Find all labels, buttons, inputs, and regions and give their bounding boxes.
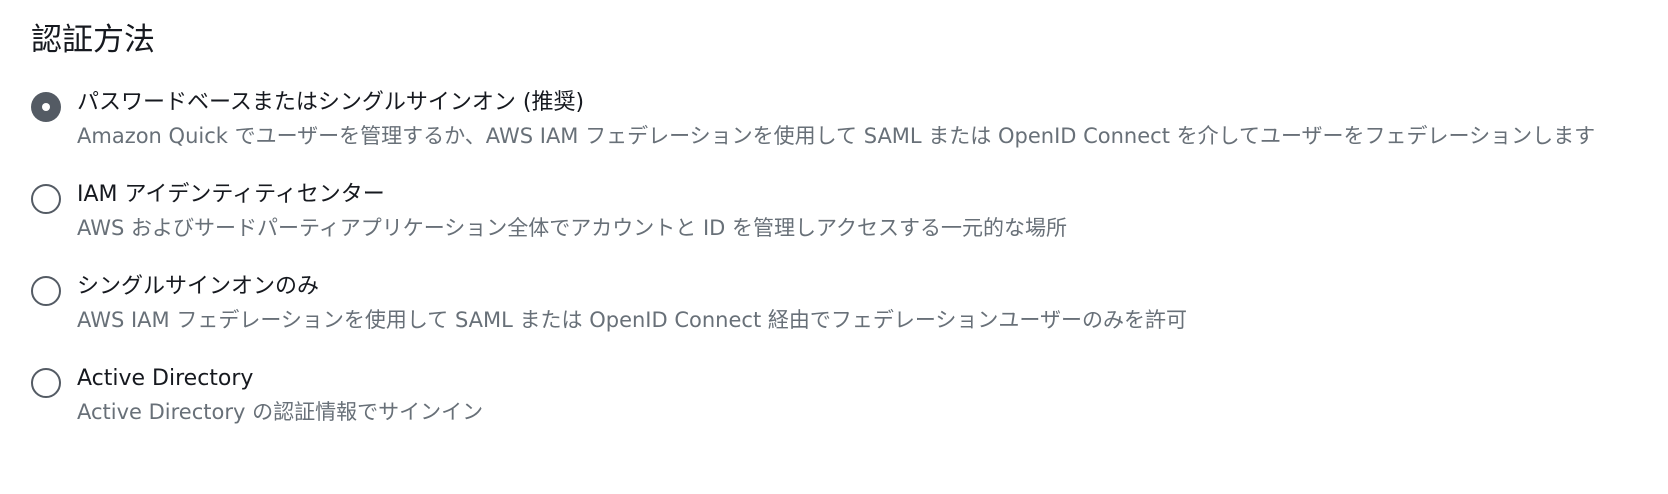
radio-button[interactable] — [31, 368, 61, 398]
radio-button[interactable] — [31, 276, 61, 306]
option-active-directory[interactable]: Active Directory Active Directory の認証情報で… — [31, 363, 1668, 429]
option-description: AWS およびサードパーティアプリケーション全体でアカウントと ID を管理しア… — [77, 216, 1067, 240]
auth-method-radio-group: パスワードベースまたはシングルサインオン (推奨) Amazon Quick で… — [31, 87, 1668, 429]
option-description: Amazon Quick でユーザーを管理するか、AWS IAM フェデレーショ… — [77, 124, 1596, 148]
option-iam-identity-center[interactable]: IAM アイデンティティセンター AWS およびサードパーティアプリケーション全… — [31, 179, 1668, 245]
option-description: AWS IAM フェデレーションを使用して SAML または OpenID Co… — [77, 308, 1188, 332]
section-title: 認証方法 — [31, 22, 155, 58]
option-sso-only[interactable]: シングルサインオンのみ AWS IAM フェデレーションを使用して SAML ま… — [31, 271, 1668, 337]
option-label[interactable]: シングルサインオンのみ — [77, 274, 320, 299]
auth-method-section: 認証方法 パスワードベースまたはシングルサインオン (推奨) Amazon Qu… — [31, 22, 1668, 429]
radio-button[interactable] — [31, 184, 61, 214]
option-description: Active Directory の認証情報でサインイン — [77, 400, 484, 424]
option-label[interactable]: パスワードベースまたはシングルサインオン (推奨) — [77, 90, 585, 115]
option-label[interactable]: IAM アイデンティティセンター — [77, 182, 385, 207]
radio-button-selected[interactable] — [31, 92, 61, 122]
option-password-sso[interactable]: パスワードベースまたはシングルサインオン (推奨) Amazon Quick で… — [31, 87, 1668, 153]
option-label[interactable]: Active Directory — [77, 366, 254, 391]
